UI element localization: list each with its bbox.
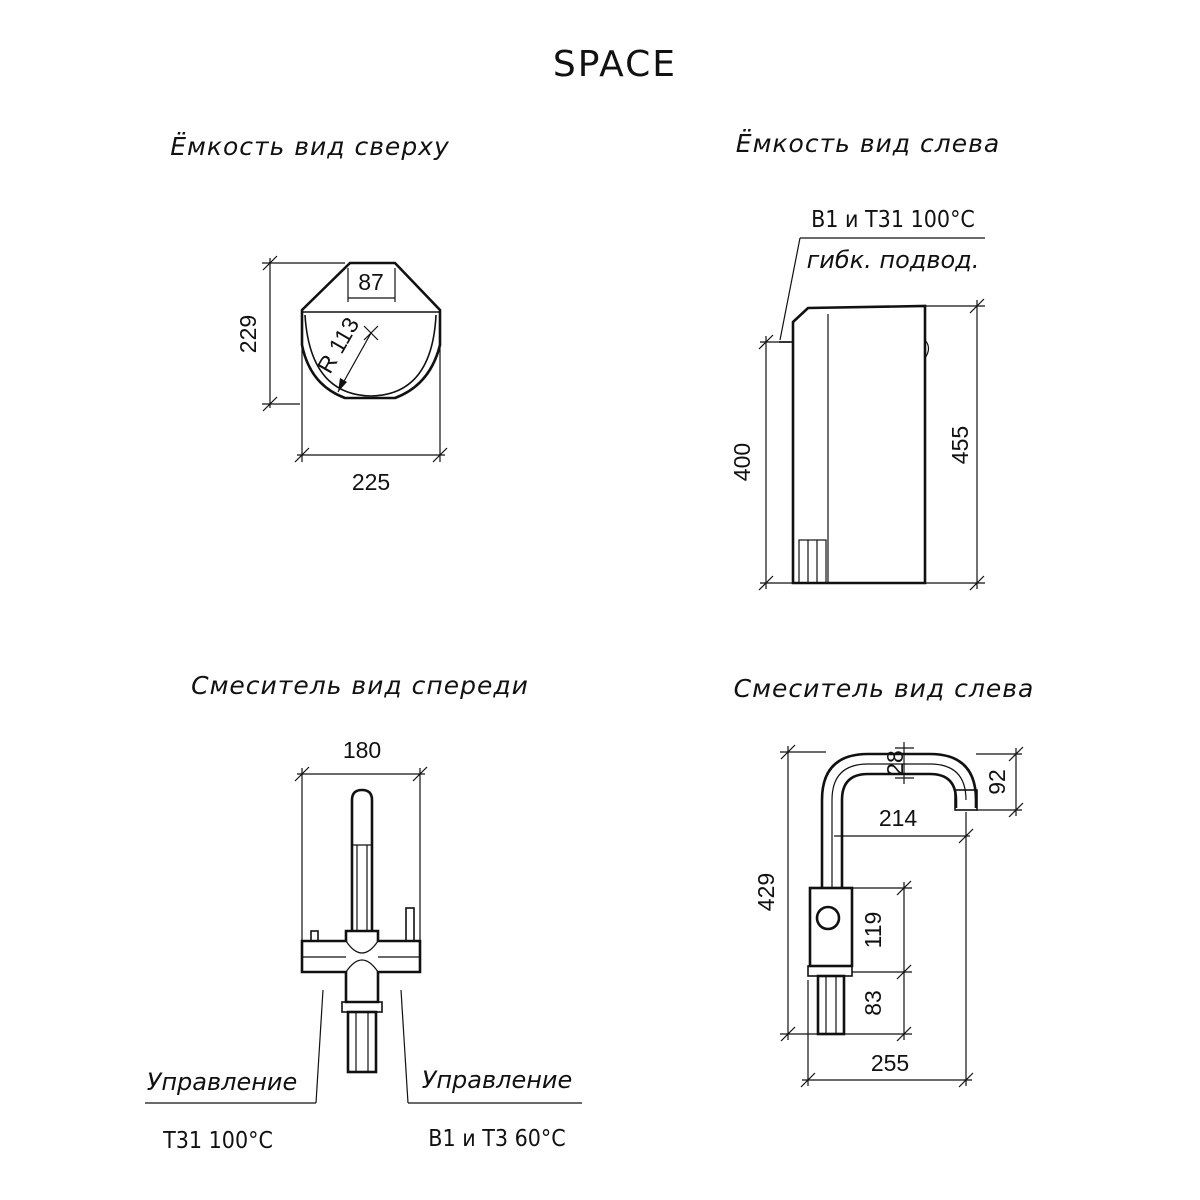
tank-top-inner-arc	[304, 314, 437, 397]
dim-shank: 83	[860, 990, 886, 1016]
hose-note-line1: В1 и Т31 100°С	[811, 207, 975, 233]
front-spout	[350, 788, 374, 930]
side-lever-knob	[815, 905, 841, 931]
side-shank	[816, 974, 846, 1036]
dim-pipe: 28	[882, 750, 908, 776]
dim-reach: 214	[879, 805, 918, 831]
mixer-left-view: Смеситель вид слева 28 92 214	[734, 674, 1035, 1088]
mixer-left-title: Смеситель вид слева	[734, 674, 1035, 703]
dim-radius: R 113	[312, 313, 364, 378]
tank-top-outline	[300, 261, 442, 400]
tank-panel	[798, 539, 827, 584]
right-lever	[405, 907, 415, 942]
tank-left-title: Ёмкость вид слева	[736, 129, 1000, 158]
left-lever	[310, 930, 319, 942]
dim-tank-400: 400	[729, 443, 755, 481]
dim-total-reach: 255	[871, 1050, 909, 1076]
dim-depth: 229	[235, 315, 261, 353]
tank-left-view: Ёмкость вид слева В1 и Т31 100°С гибк. п…	[729, 129, 1000, 591]
mixer-front-view: Смеситель вид спереди 180 Управление Т	[145, 671, 582, 1154]
hose-note-line2: гибк. подвод.	[807, 246, 980, 274]
right-control-label: Управление	[422, 1066, 573, 1094]
left-control-label: Управление	[147, 1068, 298, 1096]
dim-tank-455: 455	[947, 426, 973, 464]
side-body	[808, 886, 854, 968]
tank-top-view: Ёмкость вид сверху 87 R 113 229 225	[170, 132, 450, 495]
right-control-value: В1 и Т3 60°С	[428, 1126, 565, 1152]
gooseneck-outer	[820, 752, 978, 888]
dim-mixer-width: 180	[343, 737, 381, 763]
gooseneck-inner	[840, 772, 958, 888]
dim-spout-drop: 92	[984, 769, 1010, 795]
front-body	[300, 929, 422, 1004]
spout-tip	[954, 789, 978, 811]
mixer-front-title: Смеситель вид спереди	[191, 671, 529, 700]
dim-width: 225	[352, 469, 390, 495]
dim-body: 119	[860, 912, 886, 949]
dim-top-flat: 87	[358, 269, 384, 295]
hose-leader	[779, 237, 801, 341]
left-control-value: Т31 100°С	[162, 1128, 273, 1154]
front-shank	[346, 1010, 378, 1074]
tank-body	[791, 304, 927, 585]
dim-height: 429	[753, 873, 779, 911]
tank-top-title: Ёмкость вид сверху	[170, 132, 450, 161]
drawing-title: SPACE	[553, 44, 677, 85]
